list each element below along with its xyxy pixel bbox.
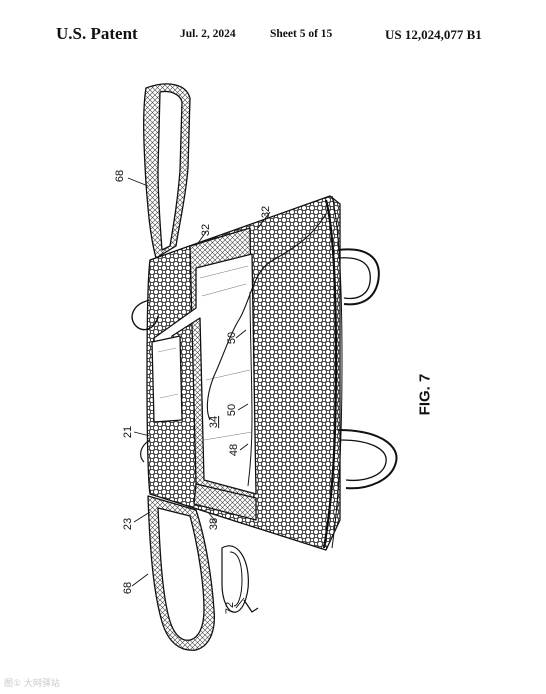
header-date: Jul. 2, 2024 (180, 28, 236, 40)
figure-label: FIG. 7 (416, 373, 434, 416)
header-patent-number: US 12,024,077 B1 (385, 27, 482, 42)
ref-48: 48 (228, 443, 241, 457)
ref-21: 21 (122, 425, 135, 439)
ref-34: 34 (208, 415, 221, 429)
page-header: U.S. Patent Jul. 2, 2024 Sheet 5 of 15 U… (0, 24, 546, 48)
bottom-right-handle (337, 429, 398, 490)
ref-50-lower: 50 (226, 403, 239, 417)
ref-23: 23 (122, 517, 135, 531)
ref-38: 38 (208, 517, 221, 531)
frame-rail (322, 199, 338, 549)
ref-50-upper: 50 (226, 331, 239, 345)
ref-32-right: 32 (260, 205, 273, 219)
ref-68-lower: 68 (122, 581, 135, 595)
header-title: U.S. Patent (56, 24, 138, 43)
ref-68-upper: 68 (114, 169, 127, 183)
drawcord (206, 213, 327, 421)
clear-pocket (153, 253, 257, 495)
header-sheet: Sheet 5 of 15 (270, 28, 333, 40)
top-right-handle (337, 248, 380, 306)
ref-32-left: 32 (200, 223, 213, 237)
side-loop (131, 299, 159, 331)
watermark: 图① 大网驿站 (4, 679, 60, 689)
lower-band (193, 483, 257, 521)
ref-72: 72 (224, 601, 237, 615)
